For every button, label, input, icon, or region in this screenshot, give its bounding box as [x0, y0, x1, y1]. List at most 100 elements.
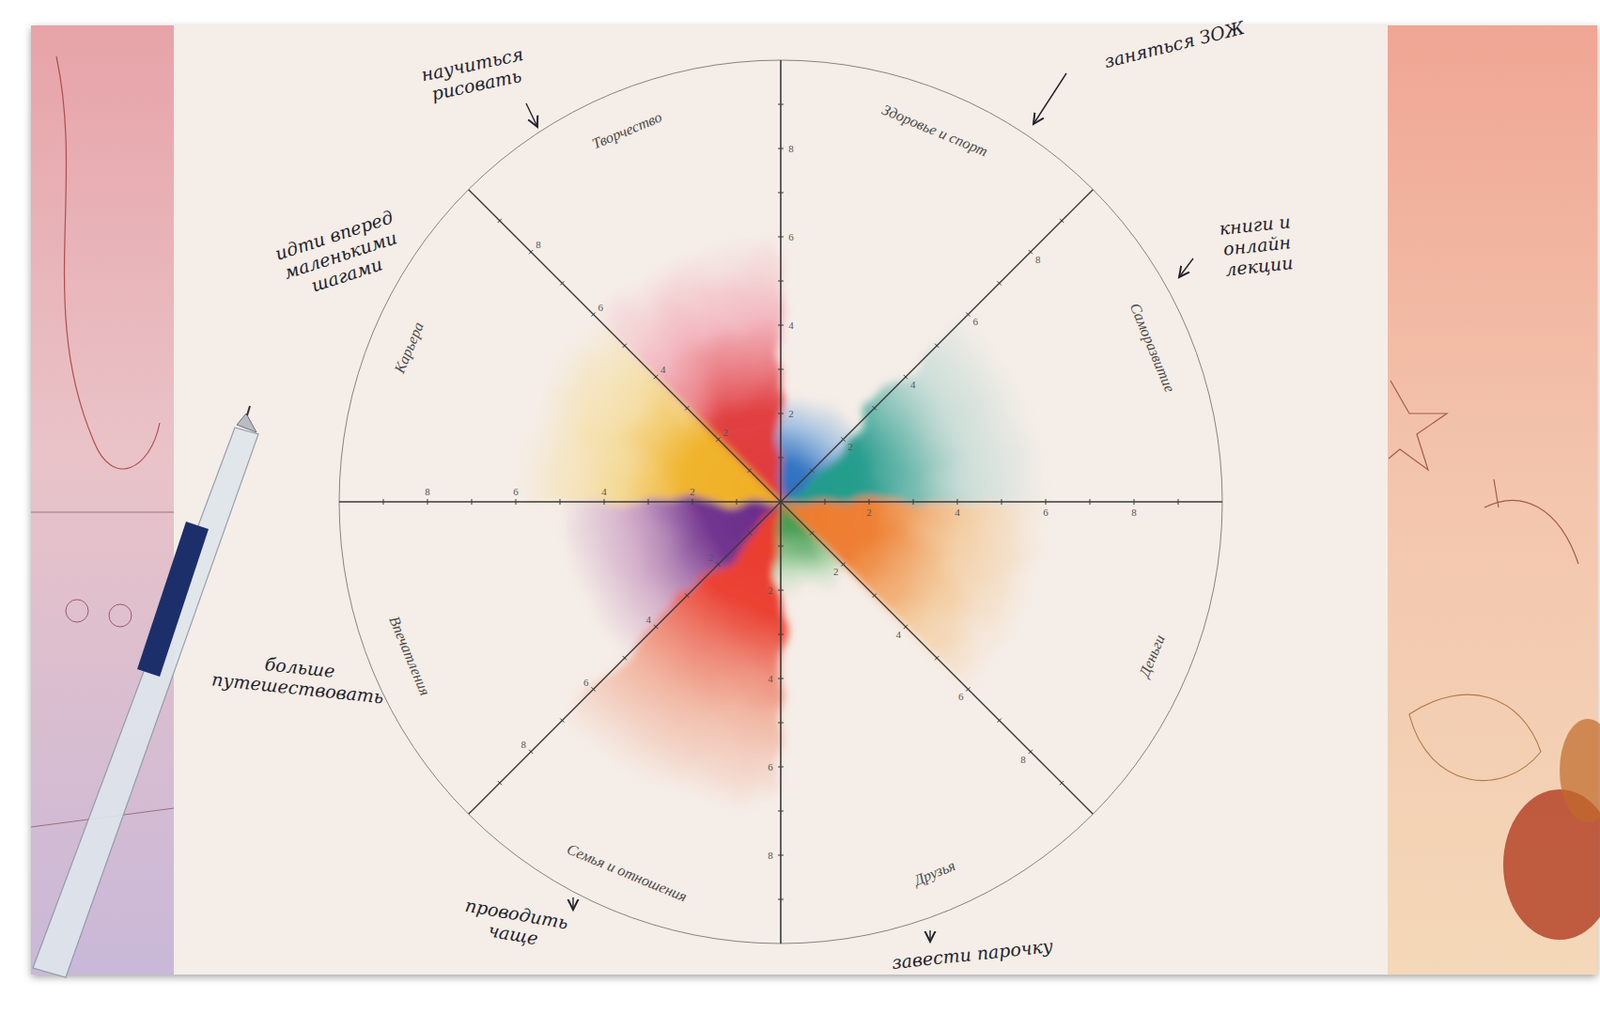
sector-name: Семья и отношения: [564, 840, 690, 906]
tick-mark: [997, 280, 1002, 285]
tick-mark: [777, 854, 784, 856]
axis-number: 8: [1131, 506, 1137, 518]
tick-mark: [777, 192, 784, 194]
sector-name: Творчество: [589, 108, 665, 153]
axis-number: 8: [535, 238, 542, 250]
tick-mark: [1059, 218, 1064, 223]
tick-mark: [869, 498, 870, 505]
sector-name: Впечатления: [385, 613, 434, 699]
tick-mark: [692, 498, 694, 505]
tick-mark: [471, 498, 473, 505]
tick-mark: [528, 749, 533, 754]
tick-mark: [528, 249, 533, 254]
tick-mark: [777, 236, 784, 238]
tick-mark: [777, 545, 784, 547]
sector-name: Карьера: [390, 319, 427, 376]
tick-mark: [777, 899, 784, 901]
pen-illustration: [32, 405, 259, 978]
tick-mark: [590, 686, 595, 691]
tick-mark: [653, 374, 658, 379]
handwritten-note: проводить чаще: [432, 890, 597, 960]
tick-mark: [653, 624, 658, 629]
axis-number: 2: [767, 584, 774, 596]
tick-mark: [872, 593, 877, 598]
axis-number: 8: [521, 738, 528, 750]
axis-number: 6: [583, 676, 590, 688]
tick-mark: [965, 311, 970, 316]
axis-number: 6: [767, 761, 774, 773]
axis-number: 8: [424, 485, 431, 498]
tick-mark: [1028, 749, 1033, 754]
tick-mark: [903, 374, 908, 379]
tick-mark: [777, 369, 784, 371]
tick-mark: [383, 498, 385, 505]
axis-number: 6: [1042, 506, 1049, 518]
axis-number: 6: [788, 231, 794, 243]
tick-mark: [559, 498, 561, 505]
tick-mark: [777, 457, 784, 459]
tick-mark: [934, 655, 939, 660]
axis-number: 4: [788, 319, 794, 331]
tick-mark: [1089, 498, 1091, 505]
axis-number: 6: [512, 485, 519, 498]
tick-mark: [648, 498, 650, 505]
tick-mark: [777, 325, 784, 327]
axis-number: 4: [767, 672, 774, 684]
tick-mark: [777, 148, 784, 150]
tick-mark: [1001, 498, 1003, 505]
tick-mark: [559, 718, 564, 723]
watercolor-sector: [780, 501, 852, 601]
tick-mark: [965, 686, 970, 691]
tick-mark: [715, 436, 720, 441]
tick-mark: [934, 343, 939, 348]
tick-mark: [777, 766, 784, 768]
tick-mark: [715, 561, 720, 566]
axis-number: 2: [689, 485, 696, 498]
tick-mark: [497, 218, 502, 223]
watercolor-sector: [555, 501, 781, 661]
watercolor-sector: [780, 310, 1052, 502]
tick-mark: [777, 590, 784, 591]
axis-number: 4: [660, 363, 667, 375]
handwritten-note: заняться ЗОЖ: [1080, 12, 1268, 78]
tick-mark: [747, 530, 752, 535]
sector-name: Саморазвитие: [1126, 300, 1179, 395]
tick-mark: [809, 530, 814, 535]
axis-number: 6: [598, 301, 605, 313]
axis-number: 2: [866, 506, 872, 518]
tick-mark: [997, 718, 1002, 723]
axis-number: 2: [723, 426, 730, 438]
tick-mark: [840, 561, 845, 566]
tick-mark: [903, 624, 908, 629]
axis-number: 2: [847, 440, 854, 452]
axis-number: 2: [788, 407, 794, 420]
sector-name: Деньги: [1135, 632, 1169, 680]
tick-mark: [872, 405, 877, 410]
tick-mark: [1045, 498, 1047, 505]
tick-mark: [559, 280, 564, 285]
tick-mark: [809, 468, 814, 473]
tick-mark: [622, 655, 627, 660]
axis-number: 8: [767, 849, 774, 861]
axis-number: 2: [833, 565, 839, 577]
axis-number: 4: [646, 613, 653, 625]
tick-mark: [1133, 498, 1135, 505]
axis-number: 8: [1035, 253, 1041, 265]
tick-mark: [736, 498, 738, 505]
tick-mark: [777, 413, 784, 415]
tick-mark: [913, 498, 915, 505]
tick-mark: [1059, 780, 1064, 785]
tick-mark: [777, 634, 784, 636]
watercolor-sector: [780, 501, 1052, 693]
handwritten-note: завести парочку: [868, 933, 1076, 977]
tick-mark: [957, 498, 959, 505]
sector-name: Здоровье и спорт: [879, 100, 991, 160]
tick-mark: [777, 280, 784, 282]
axis-number: 8: [788, 142, 794, 155]
tick-mark: [684, 593, 689, 598]
handwritten-note: научиться рисовать: [396, 39, 553, 111]
tick-mark: [515, 498, 517, 505]
tick-mark: [1028, 249, 1033, 254]
